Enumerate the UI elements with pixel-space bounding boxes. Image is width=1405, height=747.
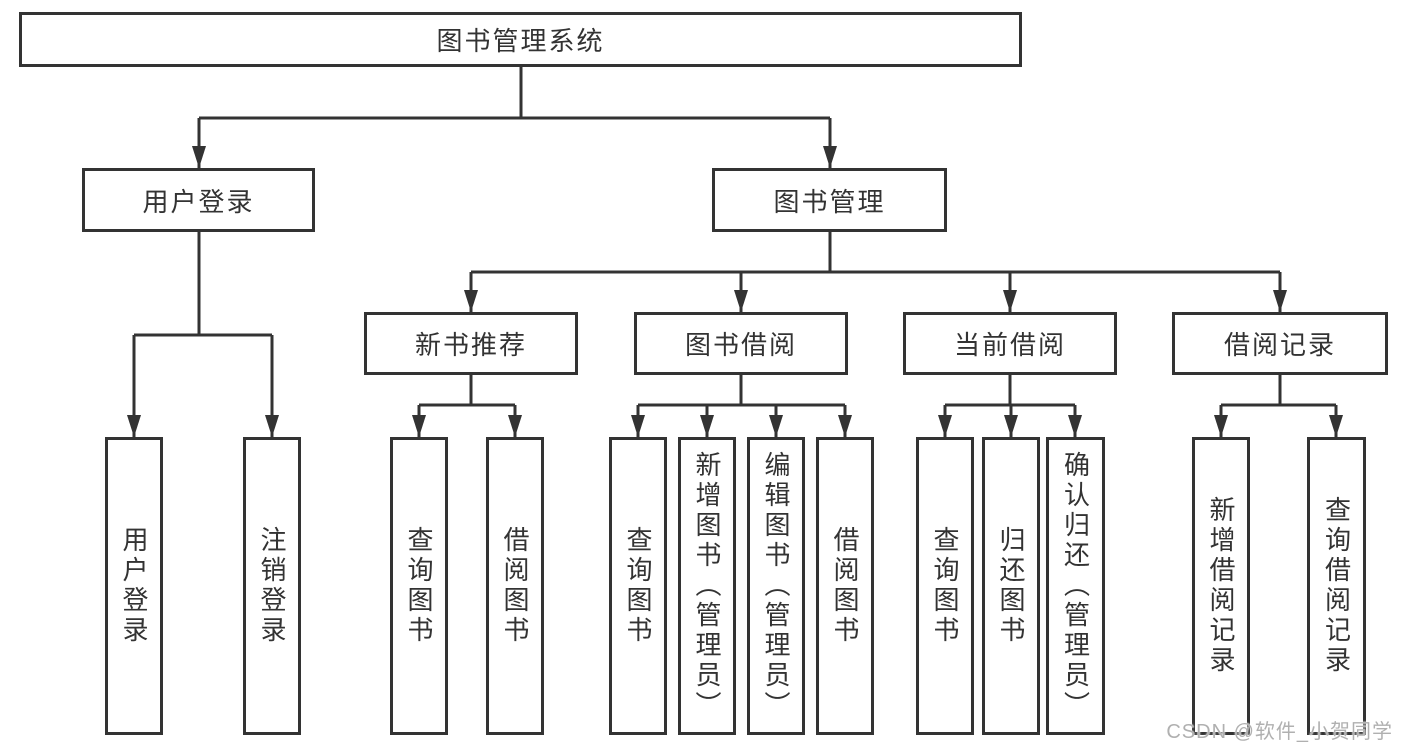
leaf-borrow-book-2: 借阅图书 [816,437,874,735]
node-new-book-recommend: 新书推荐 [364,312,578,375]
node-label: 查询图书 [404,526,434,646]
leaf-query-book-1: 查询图书 [390,437,448,735]
node-label: 借阅图书 [500,526,530,646]
node-label: 图书借阅 [684,330,797,360]
csdn-watermark: CSDN @软件_小贺同学 [1166,721,1393,743]
node-book-management: 图书管理 [712,168,947,232]
node-book-borrow: 图书借阅 [634,312,848,375]
node-label: 确认归还（管理员） [1060,451,1091,721]
leaf-query-book-2: 查询图书 [609,437,667,735]
leaf-return-book: 归还图书 [982,437,1040,735]
node-label: 新增图书（管理员） [692,451,722,721]
leaf-logout: 注销登录 [243,437,301,735]
leaf-confirm-return-admin: 确认归还（管理员） [1046,437,1105,735]
node-label: 新增借阅记录 [1206,496,1236,676]
node-label: 图书管理 [773,186,886,217]
node-label: 查询借阅记录 [1321,496,1352,676]
node-label: 查询图书 [623,526,653,646]
node-user-login: 用户登录 [82,168,315,232]
node-borrow-record: 借阅记录 [1172,312,1388,375]
leaf-user-login: 用户登录 [105,437,163,735]
node-label: 借阅图书 [830,526,860,646]
leaf-add-book-admin: 新增图书（管理员） [678,437,736,735]
node-label: 借阅记录 [1223,330,1336,360]
node-label: 编辑图书（管理员） [761,451,791,721]
node-current-borrow: 当前借阅 [903,312,1117,375]
node-label: 注销登录 [257,526,287,646]
node-label: 用户登录 [119,526,149,646]
leaf-query-book-3: 查询图书 [916,437,974,735]
leaf-add-borrow-record: 新增借阅记录 [1192,437,1250,735]
node-label: 查询图书 [930,526,960,646]
leaf-query-borrow-record: 查询借阅记录 [1307,437,1366,735]
node-label: 当前借阅 [953,330,1066,360]
leaf-borrow-book-1: 借阅图书 [486,437,544,735]
leaf-edit-book-admin: 编辑图书（管理员） [747,437,805,735]
node-root-library-system: 图书管理系统 [19,12,1022,67]
node-label: 归还图书 [996,526,1026,646]
node-label: 用户登录 [142,186,255,217]
node-label: 图书管理系统 [436,26,605,56]
node-label: 新书推荐 [414,330,527,360]
